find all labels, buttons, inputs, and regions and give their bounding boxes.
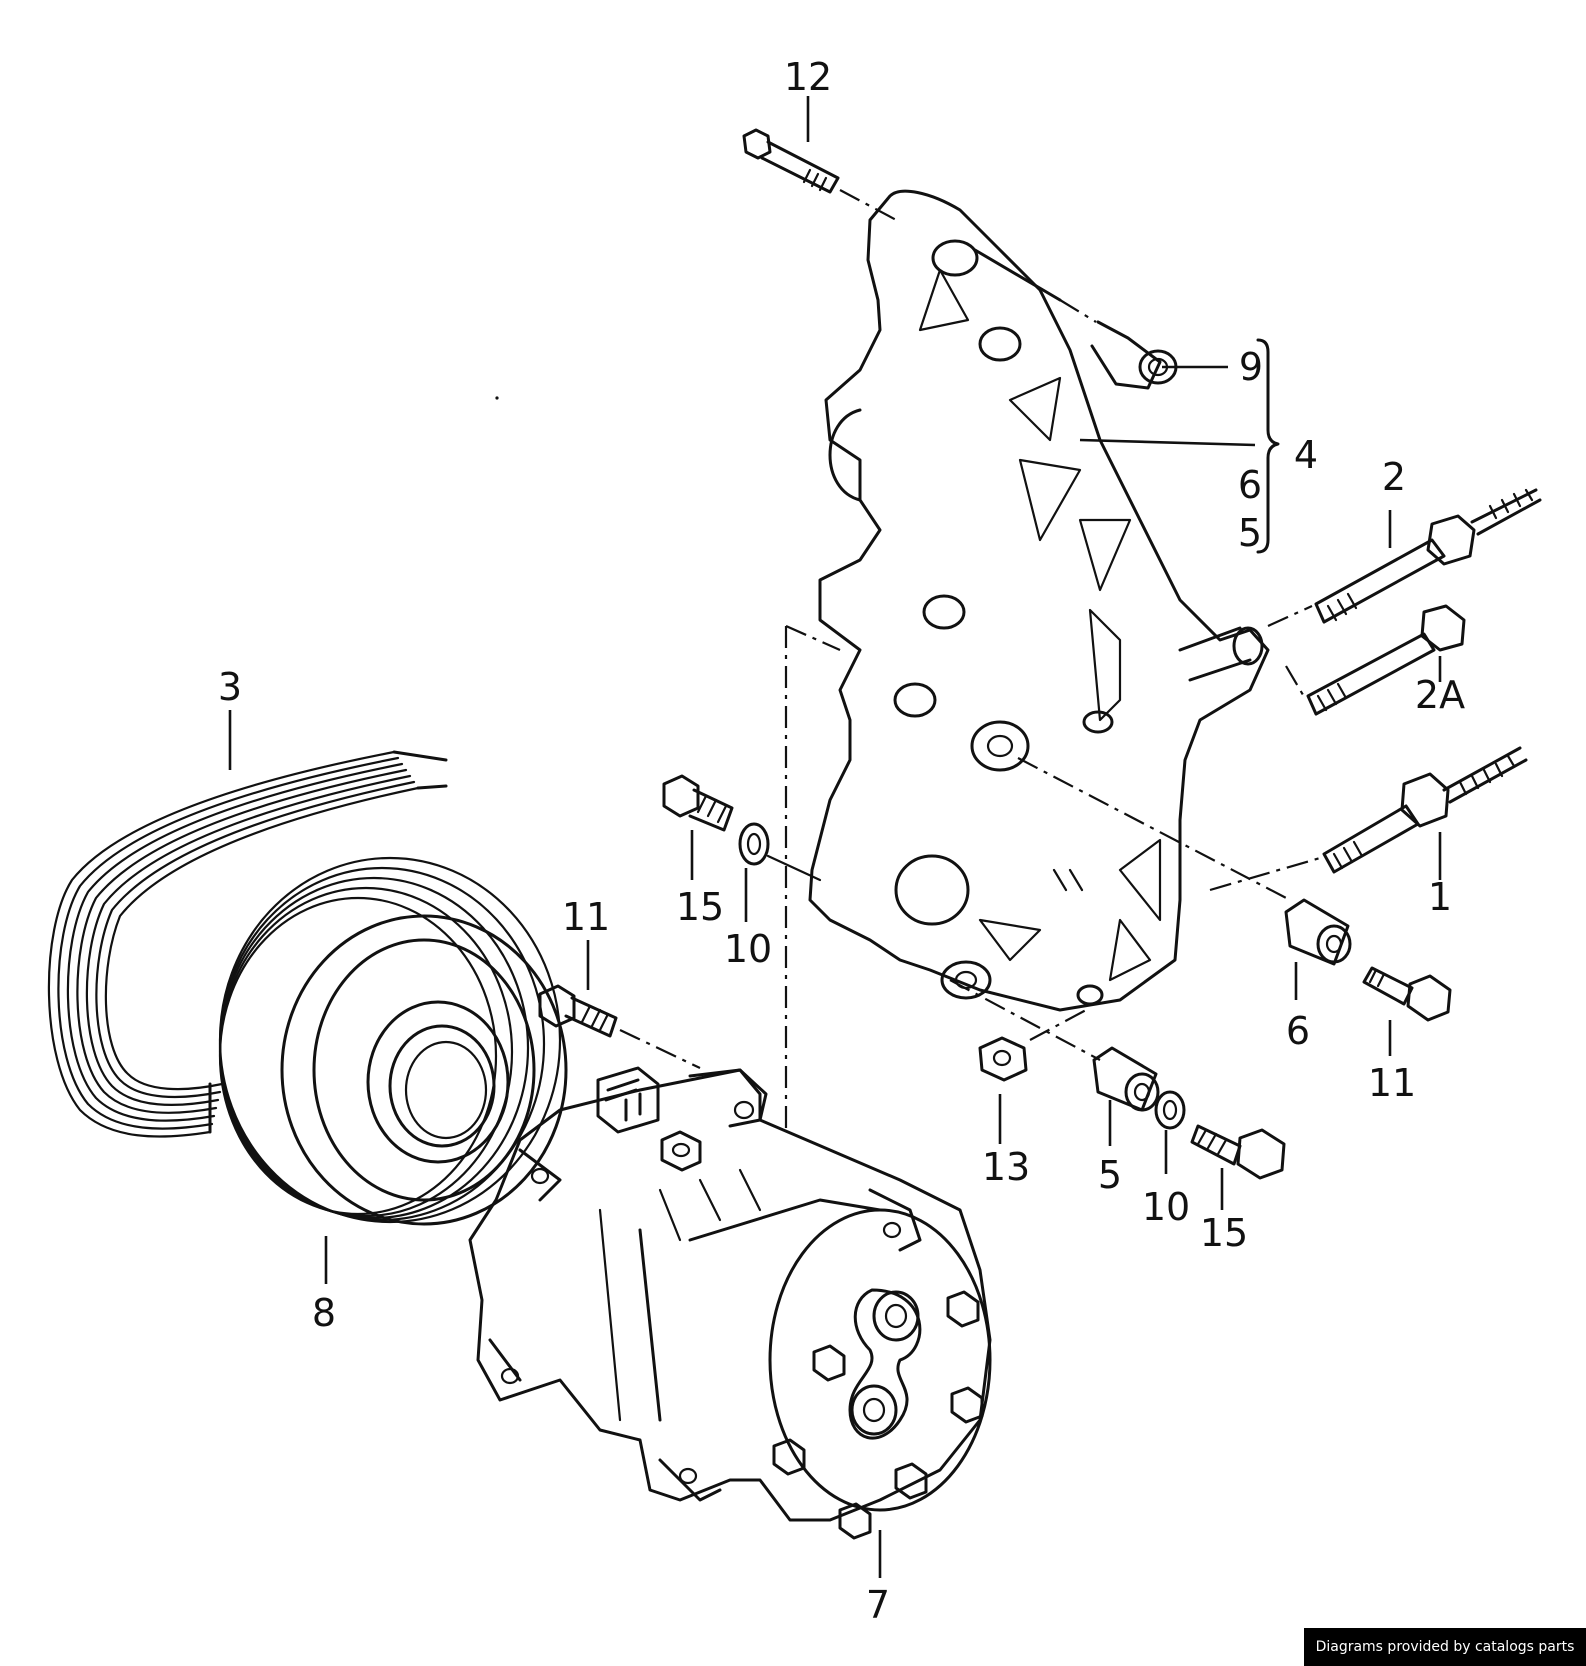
callout-13: 13 bbox=[982, 1145, 1030, 1189]
fasteners-left bbox=[538, 624, 1286, 1180]
bracket-assembly bbox=[808, 189, 1270, 1012]
callout-5-upper: 5 bbox=[1238, 511, 1262, 555]
callout-5-lower: 5 bbox=[1098, 1153, 1122, 1197]
callouts: 12 9 4 6 5 2 2A 3 1 15 10 11 6 11 13 5 1… bbox=[218, 55, 1465, 1627]
callout-10-lower: 10 bbox=[1142, 1185, 1190, 1229]
callout-8: 8 bbox=[312, 1291, 336, 1335]
sleeve-6-bolt-11 bbox=[1017, 757, 1452, 1022]
callout-7: 7 bbox=[866, 1583, 890, 1627]
callout-15-lower: 15 bbox=[1200, 1211, 1248, 1255]
callout-3: 3 bbox=[218, 665, 242, 709]
group-brace bbox=[1079, 338, 1280, 554]
callout-2A: 2A bbox=[1415, 673, 1465, 717]
clutch-pulley-8 bbox=[218, 856, 568, 1226]
speck bbox=[495, 396, 499, 400]
callout-15-upper: 15 bbox=[676, 885, 724, 929]
callout-10-upper: 10 bbox=[724, 927, 772, 971]
poly-v-belt-3 bbox=[47, 750, 448, 1138]
callout-11-left: 11 bbox=[562, 895, 610, 939]
callout-6-lower: 6 bbox=[1286, 1009, 1310, 1053]
credit-banner: Diagrams provided by catalogs parts bbox=[1304, 1628, 1586, 1666]
callout-9: 9 bbox=[1239, 345, 1263, 389]
leader-lines bbox=[228, 96, 1442, 1578]
callout-11-right: 11 bbox=[1368, 1061, 1416, 1105]
bolt-12 bbox=[742, 128, 901, 223]
bolt-2A bbox=[1285, 604, 1466, 716]
callout-12: 12 bbox=[784, 55, 832, 99]
ac-compressor-7 bbox=[468, 1066, 992, 1540]
callout-1: 1 bbox=[1428, 875, 1452, 919]
stud-2 bbox=[1267, 488, 1542, 628]
callout-2: 2 bbox=[1382, 455, 1406, 499]
callout-4: 4 bbox=[1294, 433, 1318, 477]
stud-1 bbox=[1209, 746, 1528, 892]
callout-6-upper: 6 bbox=[1238, 463, 1262, 507]
